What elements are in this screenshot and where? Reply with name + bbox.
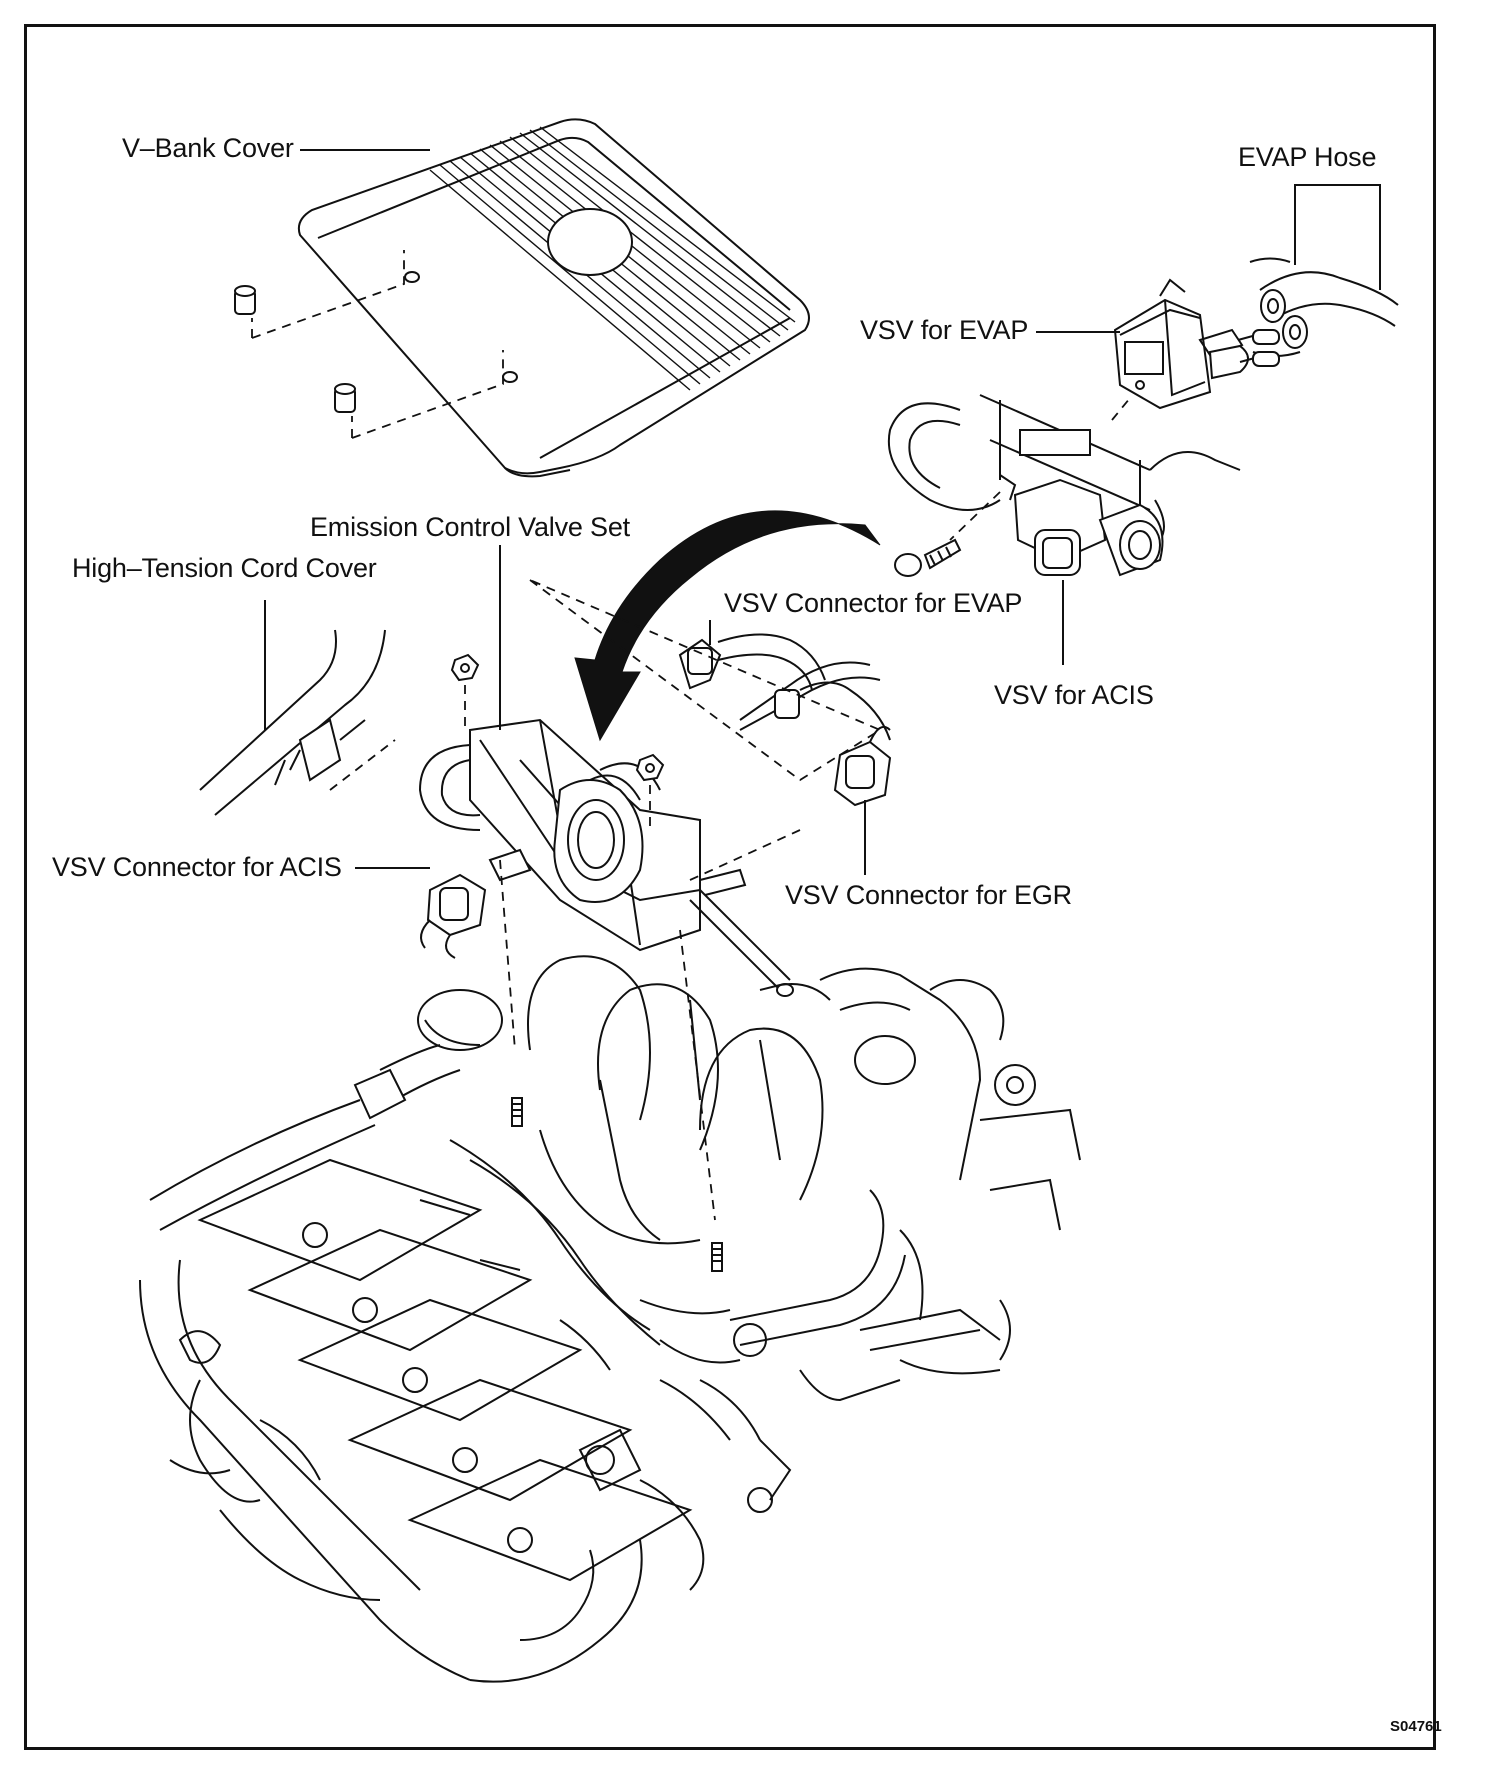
emission-control-valve-set-part (418, 653, 801, 1221)
vsv-connector-acis-part (420, 873, 487, 959)
label-vsv-connector-for-egr: VSV Connector for EGR (785, 880, 1072, 910)
label-vsv-for-acis: VSV for ACIS (994, 680, 1154, 710)
label-vsv-connector-for-evap: VSV Connector for EVAP (724, 588, 1023, 618)
vsv-for-evap-part (1113, 278, 1280, 410)
leader-lines (264, 149, 1381, 875)
label-v-bank-cover: V–Bank Cover (122, 133, 294, 163)
evap-hose-part (1249, 257, 1399, 357)
label-vsv-for-evap: VSV for EVAP (860, 315, 1029, 345)
diagram-frame (24, 24, 1436, 1750)
high-tension-cord-cover-part (199, 629, 396, 816)
label-high-tension-cord-cover: High–Tension Cord Cover (72, 553, 377, 583)
vsv-for-acis-part (887, 394, 1241, 577)
leader-evap-hose (1294, 184, 1381, 290)
assembly-direction-arrow (574, 510, 881, 742)
engine-part (139, 955, 1081, 1683)
figure-code: S04761 (1390, 1718, 1442, 1735)
vsv-connector-egr-part (833, 726, 892, 807)
vsv-connector-evap-part (529, 579, 891, 782)
label-vsv-connector-for-acis: VSV Connector for ACIS (52, 852, 342, 882)
label-evap-hose: EVAP Hose (1238, 142, 1377, 172)
label-emission-control-valve-set: Emission Control Valve Set (310, 512, 630, 542)
v-bank-cover-part (234, 118, 810, 478)
